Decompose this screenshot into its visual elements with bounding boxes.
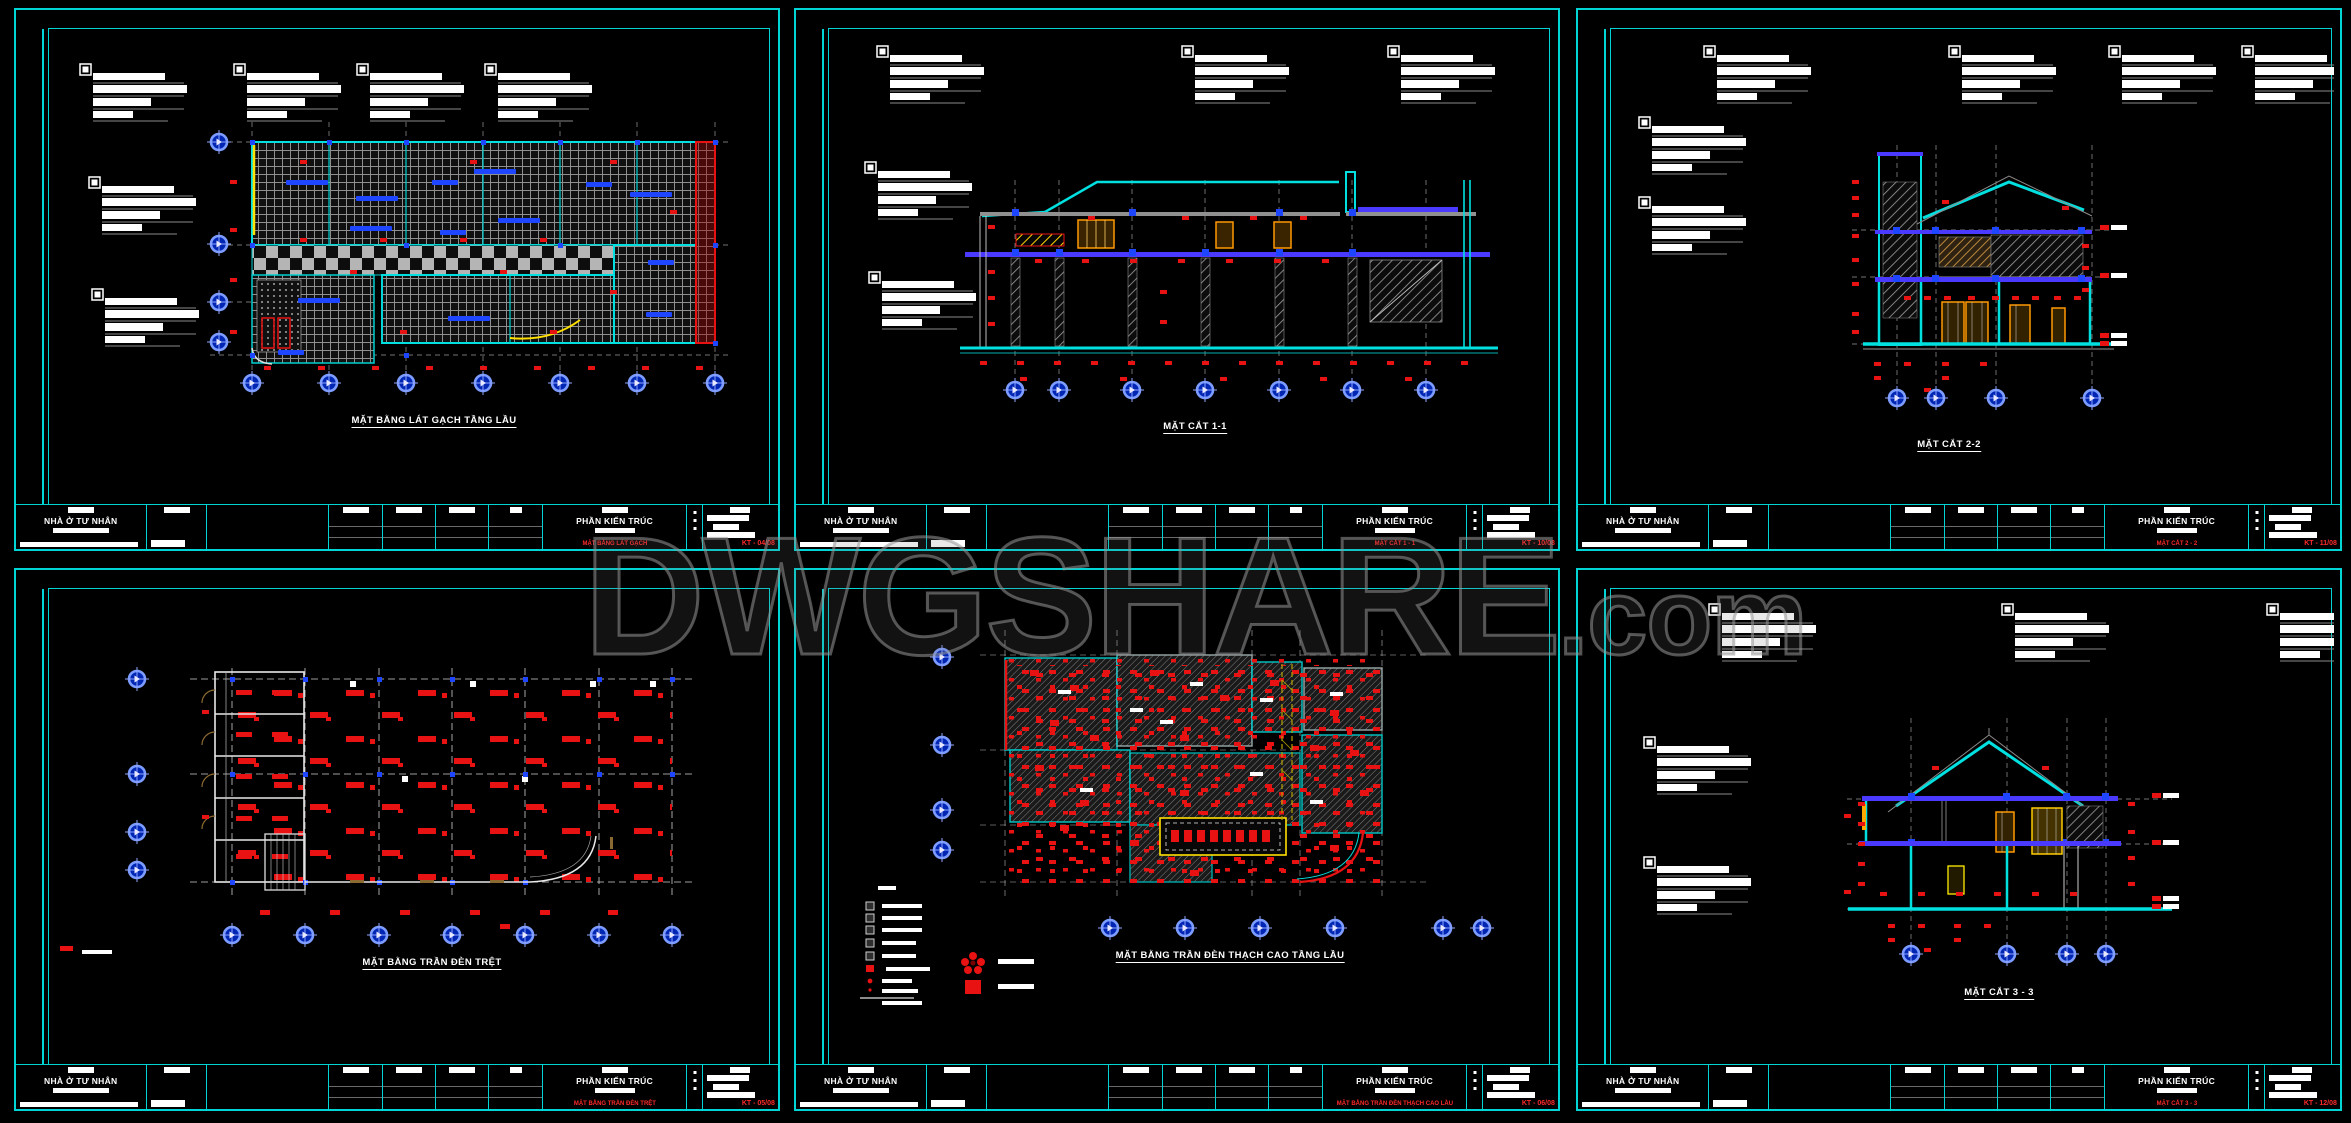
large-red-annotations	[1030, 670, 1369, 876]
sheet-6-title-block: NHÀ Ở TƯ NHÂN PHẦN KIẾN TRÚC MẶT CẮT 3 -…	[1578, 1064, 2340, 1109]
hatched-columns	[1010, 257, 1358, 347]
white-label-bars	[1058, 682, 1343, 804]
sheet-1-title-block: NHÀ Ở TƯ NHÂN PHẦN KIẾN TRÚC MẶT BẰNG LÁ…	[16, 504, 778, 549]
roof-line	[1895, 740, 2084, 808]
sheet-4-caption: MẶT BẰNG TRẦN ĐÈN TRỆT	[362, 957, 502, 970]
door-thresholds	[350, 837, 613, 883]
grid-bubbles	[1001, 376, 1440, 404]
sheet-1-panel: MẶT BẰNG LÁT GẠCH TẦNG LẦU NHÀ Ở TƯ NHÂN…	[14, 8, 780, 551]
sheet-3-caption: MẶT CẮT 2-2	[1917, 439, 1981, 452]
dimension-marks	[230, 160, 703, 370]
sheet-6-caption: MẶT CẮT 3 - 3	[1964, 987, 2034, 1000]
right-beam	[1358, 207, 1458, 212]
doors-windows	[1941, 301, 2066, 345]
dimension-marks	[980, 216, 1468, 381]
sheet-5-panel: MẶT BẰNG TRẦN ĐÈN THẠCH CAO TẦNG LẦU NHÀ…	[794, 568, 1560, 1111]
white-label-squares	[350, 681, 656, 782]
upper-slab	[1875, 230, 2092, 234]
sheet-4-drawing-ceiling-plan	[60, 665, 695, 954]
sheet-6-panel: MẶT CẮT 3 - 3 NHÀ Ở TƯ NHÂN PHẦN KIẾN TR…	[1576, 568, 2342, 1111]
chandelier-symbol	[961, 952, 985, 974]
floor-slabs	[965, 212, 1490, 257]
yellow-curve	[509, 319, 581, 340]
room-light-bars	[236, 690, 288, 859]
downlight-symbol	[965, 980, 981, 994]
roof-frame	[1887, 728, 2092, 813]
grid-bubbles	[1897, 940, 2120, 968]
sheet-3-title-block: NHÀ Ở TƯ NHÂN PHẦN KIẾN TRÚC MẶT CẮT 2 -…	[1578, 504, 2340, 549]
roof-frame	[1916, 175, 2093, 225]
dimension-marks	[202, 710, 618, 929]
upper-windows	[1077, 219, 1292, 249]
door-arcs	[201, 689, 216, 830]
note-blocks	[1638, 45, 2334, 255]
sheet-5-title-block: NHÀ Ở TƯ NHÂN PHẦN KIẾN TRÚC MẶT BẰNG TR…	[796, 1064, 1558, 1109]
note-blocks	[1643, 603, 2334, 915]
grid-bubbles	[1883, 384, 2106, 412]
left-wall-accent	[1862, 804, 1866, 830]
level-markers	[2100, 225, 2127, 346]
left-wall	[979, 216, 987, 348]
window-mullions	[1086, 220, 1106, 248]
mini-legend	[60, 946, 112, 954]
lower-window	[1947, 865, 1965, 895]
stair-tower	[1877, 152, 1923, 346]
stair-hatch	[1369, 259, 1443, 323]
sheet-2-panel: MẶT CẮT 1-1 NHÀ Ở TƯ NHÂN PHẦN KIẾN TRÚC…	[794, 8, 1560, 551]
upper-slab	[1862, 796, 2118, 801]
grid-node-squares	[250, 140, 718, 358]
stair-area	[256, 279, 302, 353]
sheet-2-caption: MẶT CẮT 1-1	[1163, 421, 1227, 434]
sheet-4-panel: MẶT BẰNG TRẦN ĐÈN TRỆT NHÀ Ở TƯ NHÂN PHẦ…	[14, 568, 780, 1111]
department-name: PHẦN KIẾN TRÚC	[576, 516, 654, 526]
sheet-5-drawing-gypsum-ceiling-plan	[860, 630, 1496, 1005]
corner-arc	[251, 347, 273, 365]
sheet-code: KT - 04/08	[741, 540, 775, 547]
titleblock-code-cell: KT - 04/08	[701, 505, 778, 549]
sheet-1-drawing-tile-plan	[79, 63, 730, 397]
right-wall	[1463, 180, 1471, 348]
sheet-3-drawing-section-2-2	[1638, 45, 2334, 412]
gray-ceiling-hatch	[1990, 234, 2084, 278]
dimension-marks	[1852, 180, 2089, 392]
titleblock-project-cell: NHÀ Ở TƯ NHÂN	[16, 505, 146, 549]
light-fixture-field	[232, 679, 672, 882]
roof-tower	[1345, 171, 1356, 213]
lower-columns	[1877, 282, 2092, 344]
lower-columns	[1909, 846, 2009, 909]
sheet-2-drawing-section-1-1	[864, 45, 1498, 404]
roof-line	[981, 180, 1339, 218]
sheet-2-title-block: NHÀ Ở TƯ NHÂN PHẦN KIẾN TRÚC MẶT CẮT 1 -…	[796, 504, 1558, 549]
curved-corner-red	[1299, 832, 1365, 884]
brown-ceiling-hatch	[1938, 236, 1992, 268]
yellow-strip	[1281, 664, 1293, 820]
dimension-marks	[1844, 766, 2135, 952]
mid-slab	[1875, 277, 2092, 282]
symbol-legend	[860, 886, 1034, 1005]
sheet-5-caption: MẶT BẰNG TRẦN ĐÈN THẠCH CAO TẦNG LẦU	[1115, 950, 1345, 963]
curved-corner-cyan	[1296, 832, 1360, 880]
stair	[264, 833, 306, 891]
level-markers	[2152, 793, 2179, 909]
drawing-name-red: MẶT BẰNG LÁT GẠCH	[582, 540, 647, 547]
grid-node-squares	[1893, 227, 2085, 282]
sheet-4-title-block: NHÀ Ở TƯ NHÂN PHẦN KIẾN TRÚC MẶT BẰNG TR…	[16, 1064, 778, 1109]
sheet-1-caption: MẶT BẰNG LÁT GẠCH TẦNG LẦU	[351, 415, 517, 428]
chandelier-feature	[1159, 817, 1287, 856]
yellow-hatched-beam	[1015, 233, 1065, 247]
sheet-3-panel: MẶT CẮT 2-2 NHÀ Ở TƯ NHÂN PHẦN KIẾN TRÚC…	[1576, 8, 2342, 551]
sheet-6-drawing-section-3-3	[1643, 603, 2334, 968]
stair-doors	[261, 317, 291, 349]
project-name: NHÀ Ở TƯ NHÂN	[44, 516, 118, 526]
curved-corner	[529, 835, 597, 883]
mid-slab	[1859, 841, 2121, 846]
grid-node-squares	[1012, 209, 1356, 256]
titleblock-section-cell: PHẦN KIẾN TRÚC MẶT BẰNG LÁT GẠCH	[541, 505, 687, 549]
